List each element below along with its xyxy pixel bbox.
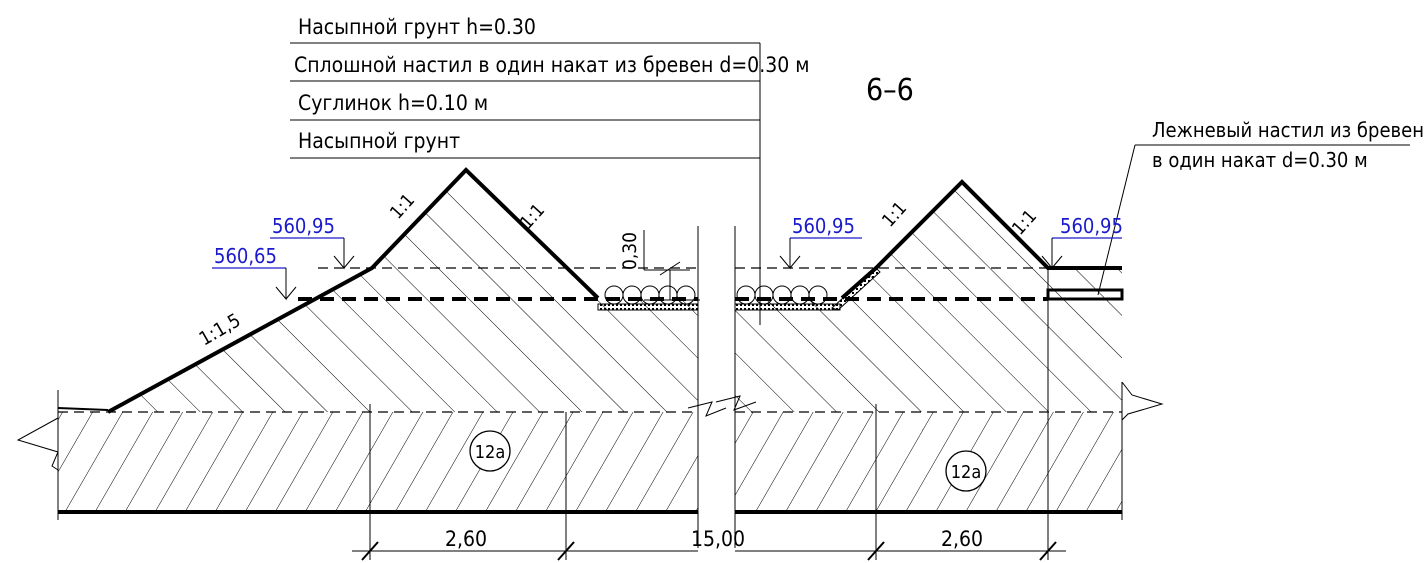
- layers-legend: [290, 42, 761, 325]
- bottom-dimensions: [352, 404, 1066, 561]
- soil-marker-left: [469, 430, 511, 472]
- soil-lower-layer: [58, 412, 1122, 512]
- soil-marker-left-label: 12а: [475, 442, 506, 463]
- soil-marker-right: [945, 450, 987, 492]
- callout-line-2: в один накат d=0.30 м: [1152, 148, 1368, 172]
- central-break: [687, 220, 757, 550]
- legend-row-4: Насыпной грунт: [298, 129, 460, 153]
- elevation-marks: [212, 237, 1122, 301]
- legend-row-3: Суглинок h=0.10 м: [298, 91, 488, 115]
- embankment-outline: [107, 167, 1124, 512]
- slope-right-mound-left: 1:1: [878, 198, 911, 231]
- embankment-fill: [108, 170, 1122, 412]
- callout-line-1: Лежневый настил из бревен: [1152, 118, 1424, 142]
- elevation-middle: 560,95: [792, 214, 855, 238]
- thickness-dimension: [643, 230, 700, 301]
- elevation-left-upper: 560,95: [272, 214, 335, 238]
- legend-row-1: Насыпной грунт h=0.30: [298, 15, 536, 39]
- callout-leader: [1097, 144, 1410, 296]
- dimension-middle: 15,00: [691, 527, 745, 551]
- slope-left-mound-left: 1:1: [386, 190, 419, 223]
- thickness-label: 0,30: [619, 232, 641, 270]
- elevation-right: 560,95: [1060, 214, 1123, 238]
- soil-marker-right-label: 12а: [951, 462, 982, 483]
- ground-lines: [16, 381, 1164, 520]
- elevation-left-lower: 560,65: [214, 244, 277, 268]
- dimension-left: 2,60: [445, 527, 487, 551]
- dimension-right: 2,60: [941, 527, 983, 551]
- legend-row-2: Сплошной настил в один накат из бревен d…: [294, 53, 809, 77]
- section-title: 6–6: [866, 73, 914, 108]
